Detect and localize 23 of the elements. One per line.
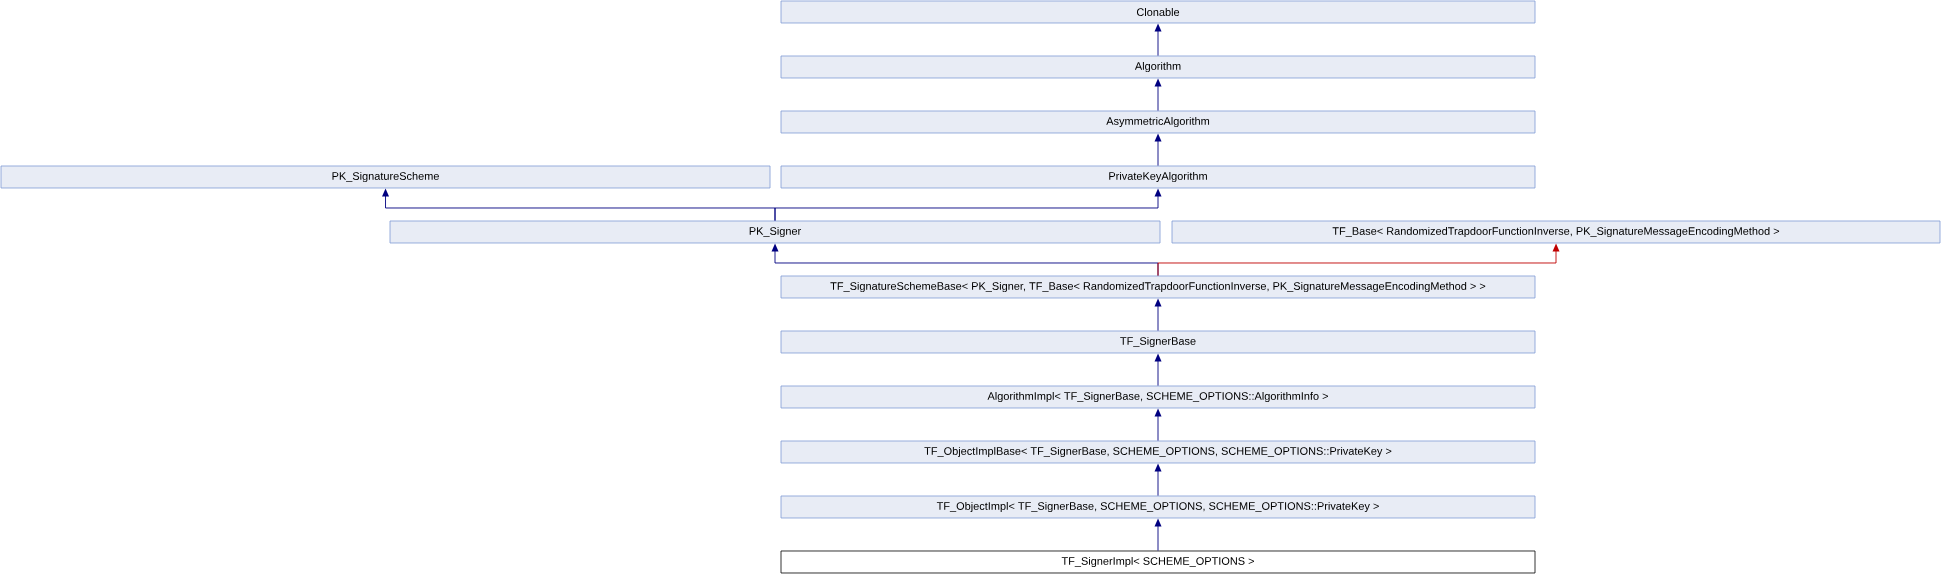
class-box: Algorithm — [780, 55, 1536, 79]
class-box: TF_SignerBase — [780, 330, 1536, 354]
inheritance-arrow — [1154, 298, 1162, 332]
class-box: TF_ObjectImplBase< TF_SignerBase, SCHEME_OPTIONS, SCHEME_OPTIONS::PrivateKey > — [780, 440, 1536, 464]
inheritance-arrow — [1154, 78, 1162, 112]
class-box: PrivateKeyAlgorithm — [780, 165, 1536, 189]
inheritance-arrow — [774, 188, 1162, 222]
inheritance-arrow — [1154, 408, 1162, 442]
class-box: TF_SignerImpl< SCHEME_OPTIONS > — [780, 550, 1536, 574]
class-box: PK_Signer — [389, 220, 1161, 244]
inheritance-arrow — [1154, 23, 1162, 57]
class-box: PK_SignatureScheme — [0, 165, 771, 189]
class-box: TF_Base< RandomizedTrapdoorFunctionInverse, PK_SignatureMessageEncodingMethod > — [1171, 220, 1941, 244]
class-box: TF_ObjectImpl< TF_SignerBase, SCHEME_OPTIONS, SCHEME_OPTIONS::PrivateKey > — [780, 495, 1536, 519]
class-box: AlgorithmImpl< TF_SignerBase, SCHEME_OPTIONS::AlgorithmInfo > — [780, 385, 1536, 409]
inheritance-arrow — [1157, 243, 1560, 277]
inheritance-arrow — [1154, 353, 1162, 387]
class-box: TF_SignatureSchemeBase< PK_Signer, TF_Base< RandomizedTrapdoorFunctionInverse, PK_SignatureMessageEncodingMethod > > — [780, 275, 1536, 299]
class-box: Clonable — [780, 0, 1536, 24]
class-box: AsymmetricAlgorithm — [780, 110, 1536, 134]
inheritance-arrow — [1154, 518, 1162, 552]
inheritance-arrow — [1154, 133, 1162, 167]
inheritance-arrow — [1154, 463, 1162, 497]
